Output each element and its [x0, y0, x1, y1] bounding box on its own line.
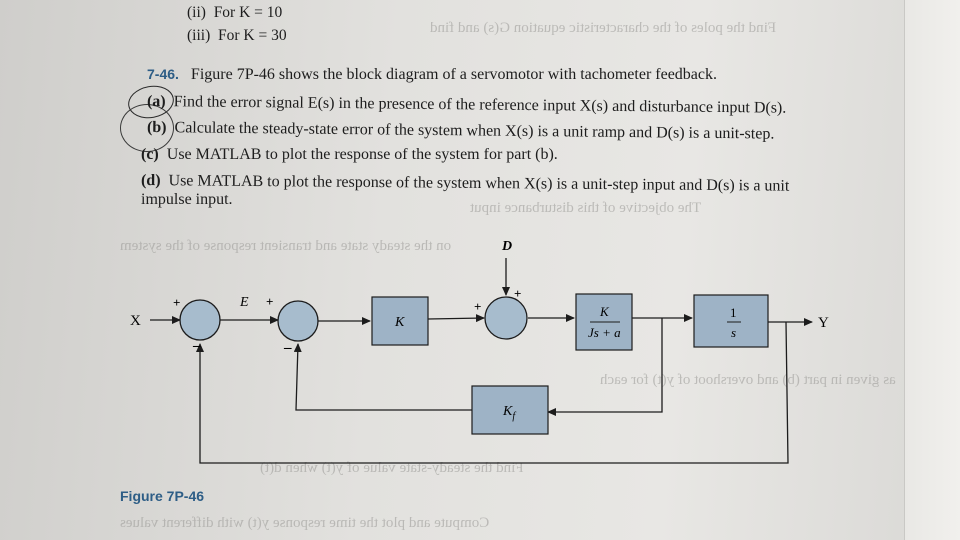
integrator-block [693, 294, 769, 348]
part-d-continuation: impulse input. [141, 191, 233, 208]
junction3-plus-left: + [474, 299, 481, 314]
tach-feedback-return [293, 343, 472, 411]
integrator-numerator: 1 [730, 305, 737, 320]
summing-junction-2 [277, 300, 319, 342]
adjacent-page-edge [904, 0, 960, 540]
problem-number: 7-46. [147, 66, 179, 82]
error-label: E [239, 295, 249, 310]
disturbance-label: D [501, 239, 512, 254]
item-iii: (iii) For K = 30 [187, 27, 287, 44]
item-ii: (ii) For K = 10 [187, 4, 283, 21]
gain-block-label: K [394, 315, 405, 330]
junction3-plus-top: + [514, 286, 521, 301]
tach-feedback-label: Kf [502, 404, 516, 422]
junction2-plus-top: + [266, 294, 273, 309]
input-label: X [130, 313, 141, 329]
unity-feedback-path [196, 321, 789, 464]
output-label: Y [818, 315, 829, 331]
plant-denominator: Js + a [588, 325, 621, 340]
gain-block-k [371, 296, 429, 346]
tach-feedback-block [471, 385, 549, 435]
junction1-plus-top: + [173, 295, 180, 310]
problem-intro: 7-46. Figure 7P-46 shows the block diagr… [147, 66, 717, 83]
summing-junction-3 [484, 296, 528, 340]
integrator-denominator: s [731, 325, 736, 340]
junction2-minus: – [283, 340, 292, 356]
signal-k-out-line [427, 314, 485, 323]
figure-caption: Figure 7P-46 [120, 488, 205, 504]
tach-feedback-path [547, 318, 663, 416]
summing-junction-1 [179, 299, 221, 341]
junction1-minus: – [192, 338, 201, 354]
part-c: (c) Use MATLAB to plot the response of t… [141, 146, 558, 163]
plant-numerator: K [599, 304, 610, 319]
handwritten-circle-b [120, 104, 174, 152]
